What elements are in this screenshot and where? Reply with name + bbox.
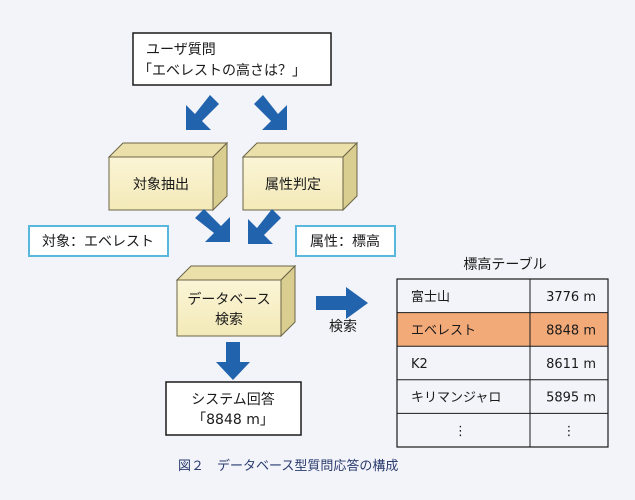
table-row: K2 8611 m (411, 357, 596, 372)
table-cell-height: 5895 m (546, 391, 596, 406)
table-row: キリマンジャロ 5895 m (411, 391, 596, 406)
table-row: 富士山 3776 m (411, 289, 596, 305)
system-answer-line1: システム回答 (191, 391, 275, 408)
arrow-to-judge (254, 95, 287, 130)
table-cell-name: 富士山 (411, 289, 450, 305)
db-search-cube: データベース 検索 (175, 264, 297, 338)
attribute-tag-label: 属性：標高 (310, 233, 380, 250)
table-cell-height: 3776 m (546, 290, 596, 305)
user-query-box: ユーザ質問 「エベレストの高さは？」 (132, 32, 332, 86)
attribute-tag: 属性：標高 (295, 225, 396, 257)
table-cell-name: ⋮ (454, 424, 467, 439)
arrow-judge-to-search (248, 209, 281, 244)
system-answer-box: システム回答 「8848 m」 (165, 381, 302, 436)
system-answer-line2: 「8848 m」 (192, 412, 274, 428)
extract-object-label: 対象抽出 (133, 177, 189, 193)
table-cell-name: エベレスト (411, 323, 476, 338)
elevation-table: 富士山 3776 m エベレスト 8848 m K2 8611 m キリマンジャロ 5895 … (396, 278, 609, 448)
object-tag-label: 対象：エベレスト (42, 234, 154, 250)
arrow-search-to-table (316, 287, 368, 319)
arrow-search-to-answer (216, 342, 250, 380)
table-frame (396, 278, 609, 448)
table-cell-height: ⋮ (563, 424, 576, 439)
table-cell-name: K2 (411, 357, 428, 372)
object-tag: 対象：エベレスト (28, 225, 169, 257)
search-arrow-label: 検索 (329, 318, 357, 335)
arrow-extract-to-search (195, 209, 230, 242)
user-query-line1: ユーザ質問 (146, 42, 216, 58)
judge-attribute-label: 属性判定 (265, 177, 321, 193)
table-cell-height: 8611 m (546, 357, 596, 372)
highlight-row-fill (397, 312, 608, 347)
user-query-line2: 「エベレストの高さは？」 (138, 62, 306, 79)
arrow-to-extract (186, 95, 219, 130)
table-row: ⋮⋮ (454, 424, 576, 439)
table-cell-height: 8848 m (546, 323, 596, 338)
judge-attribute-cube: 属性判定 (241, 141, 359, 212)
table-row: エベレスト 8848 m (397, 312, 608, 347)
table-title: 標高テーブル (463, 256, 546, 273)
table-cell-name: キリマンジャロ (411, 391, 501, 406)
db-search-line1: データベース (187, 291, 270, 308)
db-search-line2: 検索 (215, 311, 243, 328)
extract-object-cube: 対象抽出 (107, 141, 229, 212)
figure-caption: 図２ データベース型質問応答の構成 (178, 458, 398, 474)
